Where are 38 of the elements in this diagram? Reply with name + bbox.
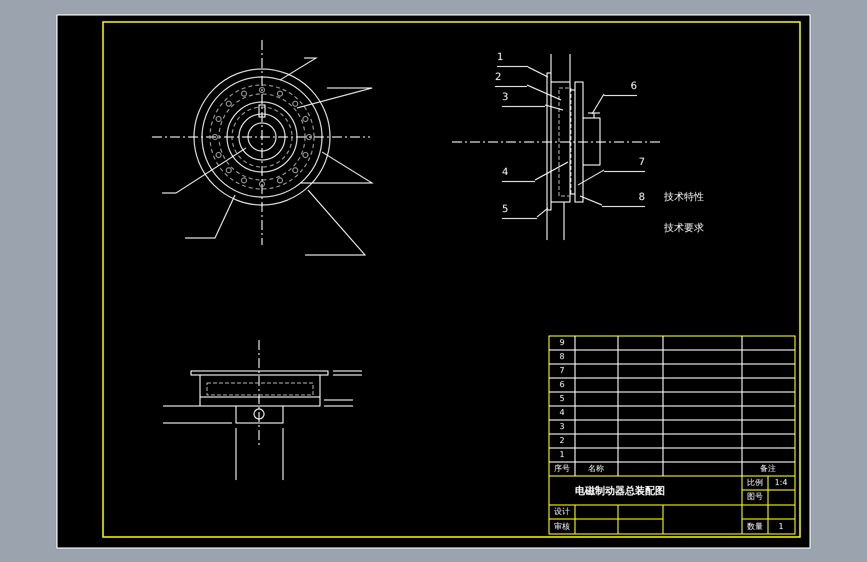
leader-line	[544, 104, 564, 110]
callout-number: 1	[497, 52, 528, 67]
table-cell: 3	[559, 422, 565, 432]
table-cell: 6	[559, 380, 565, 390]
callout-number: 7	[604, 157, 645, 172]
leader-line	[526, 84, 562, 100]
leader-line	[578, 170, 604, 186]
table-header: 名称	[588, 464, 604, 474]
table-cell: 4	[559, 408, 565, 418]
title-block-label: 图号	[747, 492, 763, 502]
title-block-value: 1:4	[774, 478, 788, 488]
callout-number: 5	[502, 204, 537, 219]
section-heading: 技术要求	[664, 223, 704, 235]
table-header: 序号	[554, 464, 570, 474]
table-cell: 9	[559, 338, 565, 348]
callout-number: 6	[604, 81, 637, 96]
title-block-label: 审核	[554, 522, 570, 532]
callout-number: 4	[502, 167, 535, 182]
leader-line	[528, 66, 548, 78]
callout-number: 8	[602, 192, 645, 207]
section-heading: 技术特性	[664, 192, 704, 204]
table-cell: 8	[559, 352, 565, 362]
table-cell: 2	[559, 436, 565, 446]
leader-line	[536, 208, 548, 218]
table-header: 备注	[760, 464, 776, 474]
table-cell: 1	[559, 450, 565, 460]
table-cell: 5	[559, 394, 565, 404]
callout-number: 2	[495, 72, 527, 87]
leader-line	[580, 196, 602, 206]
title-block-value: 1	[778, 522, 784, 532]
drawing-title: 电磁制动器总装配图	[575, 486, 665, 498]
leader-line	[592, 94, 604, 114]
title-block-label: 比例	[747, 478, 763, 488]
callout-number: 3	[502, 92, 545, 107]
title-block-label: 设计	[554, 507, 570, 517]
title-block-label: 数量	[747, 522, 763, 532]
leader-line	[534, 162, 568, 180]
table-cell: 7	[559, 366, 565, 376]
